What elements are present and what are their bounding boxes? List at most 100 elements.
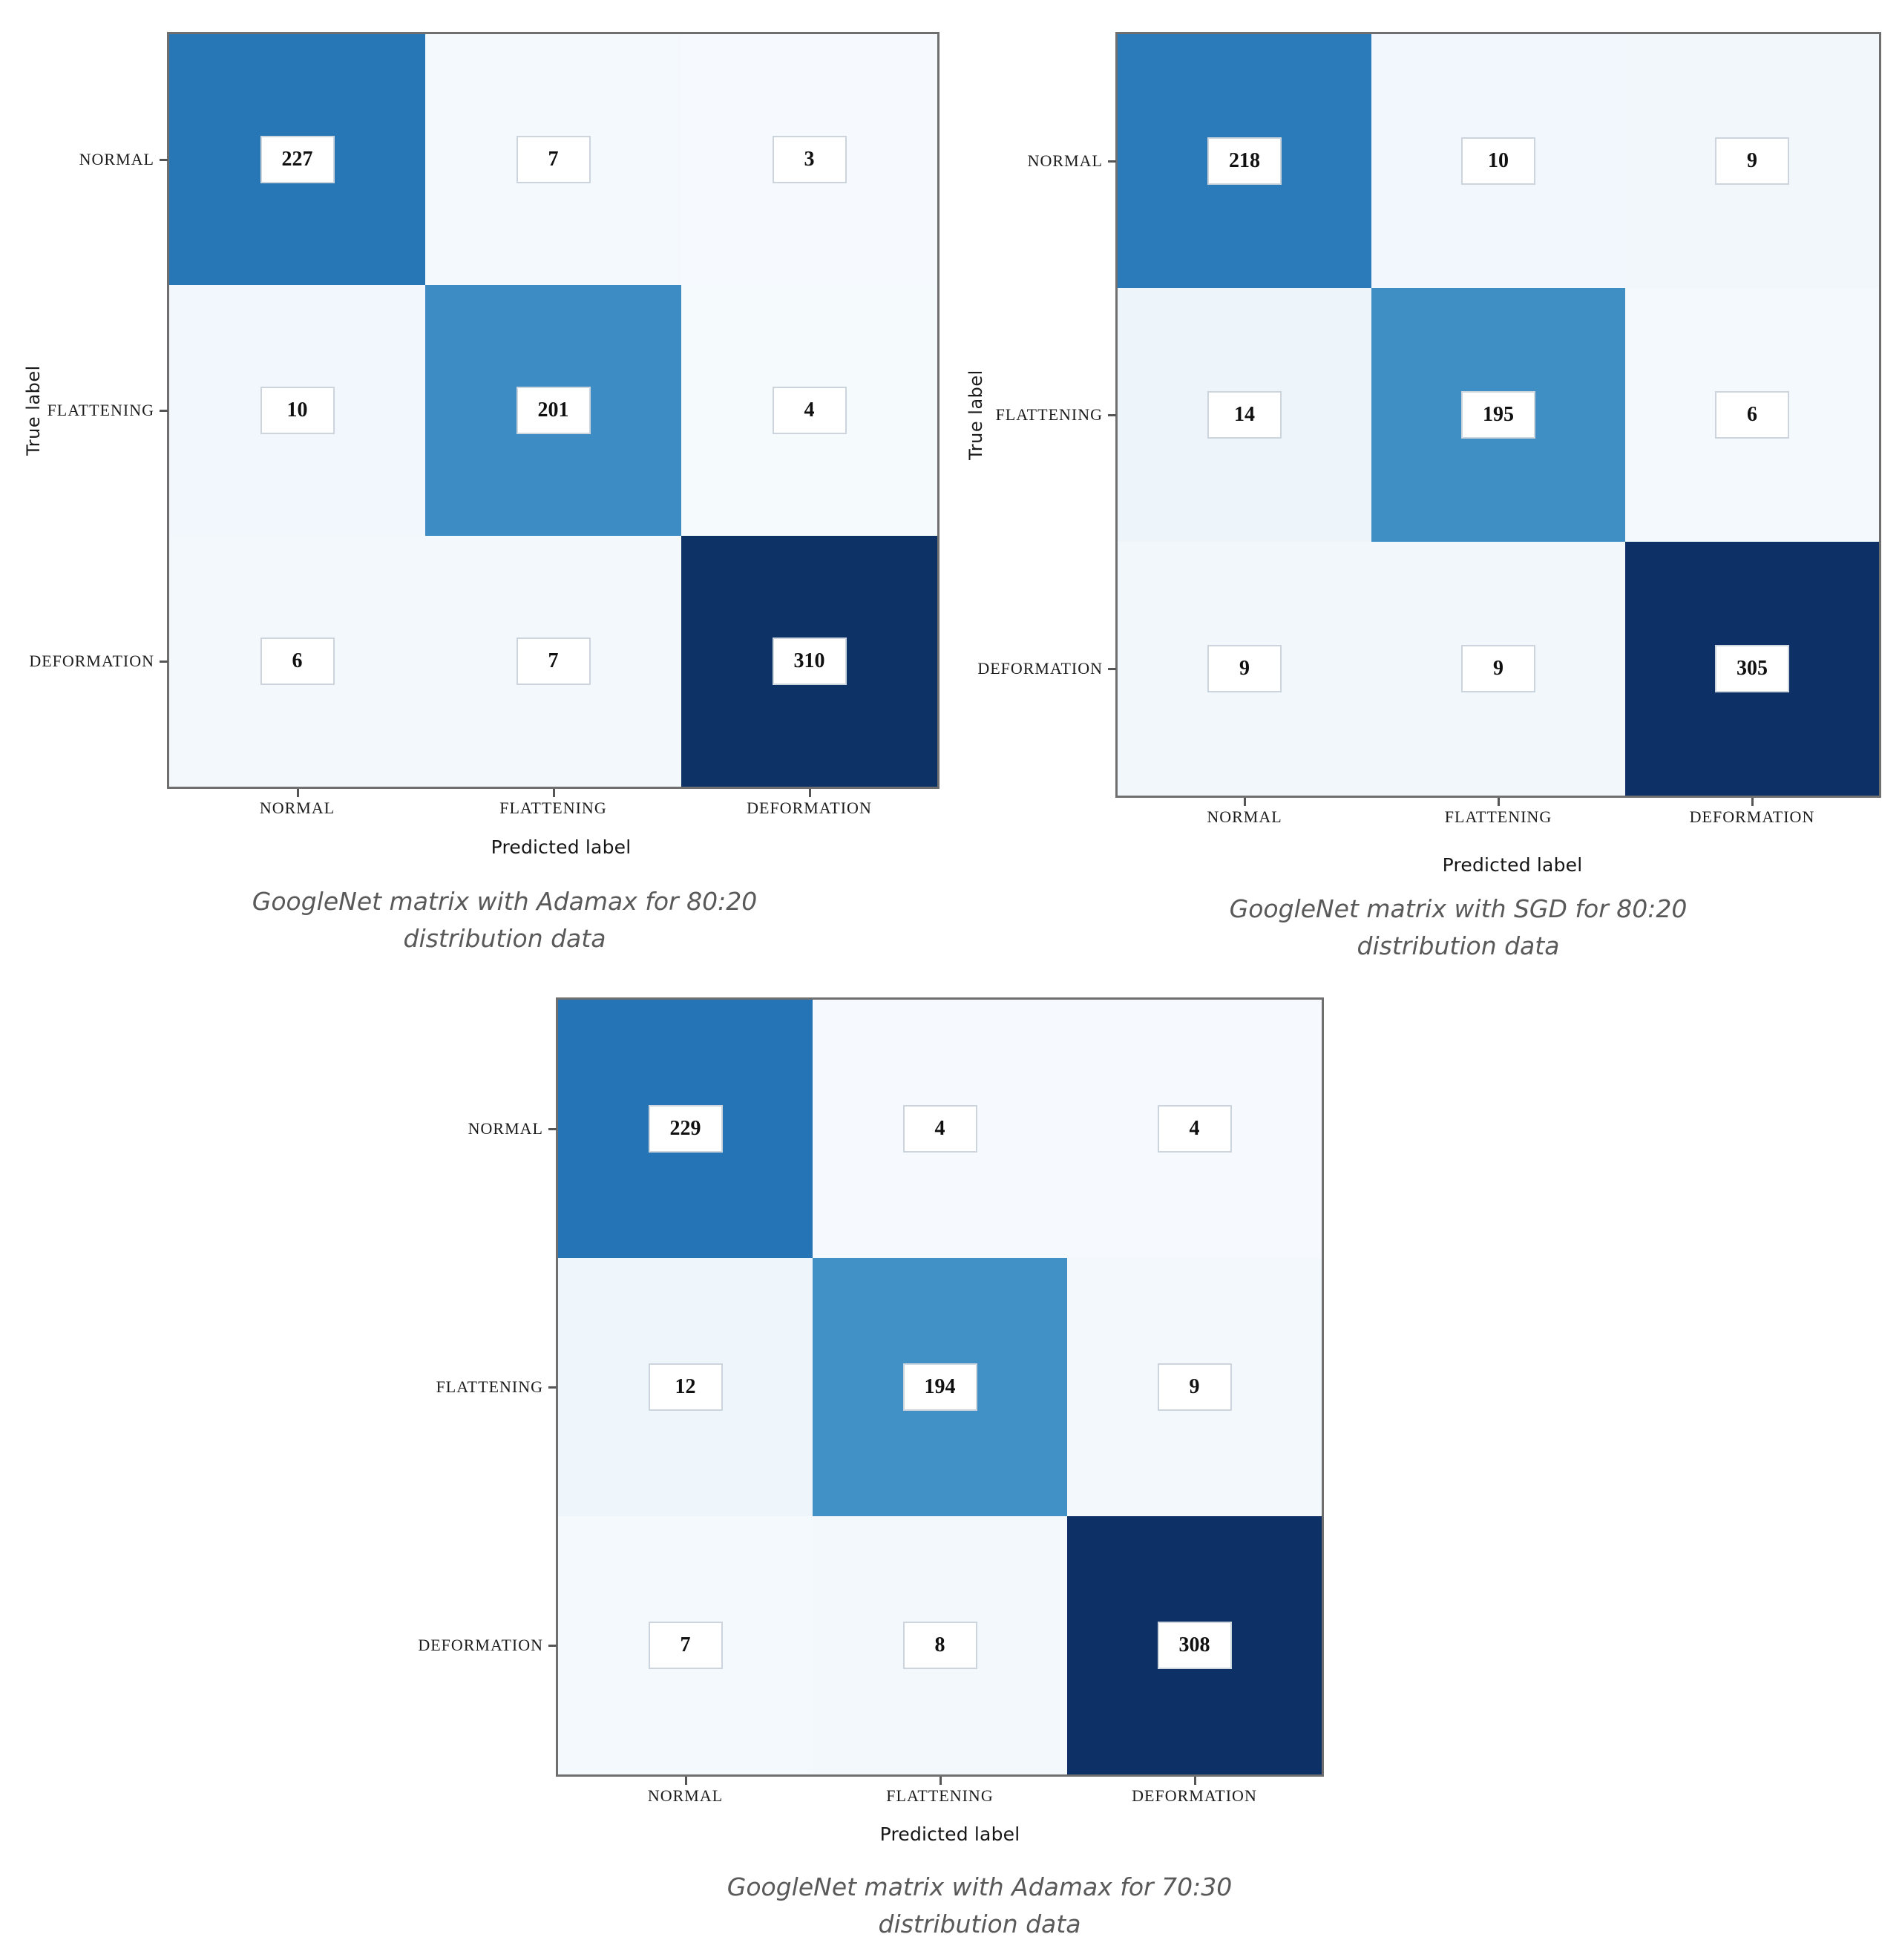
y-tick-mark bbox=[548, 1128, 557, 1130]
matrix-cell-flattening-flattening: 201 bbox=[425, 285, 681, 536]
y-tick-label-flattening: FLATTENING bbox=[436, 1377, 543, 1396]
matrix-cell-flattening-deformation: 9 bbox=[1067, 1258, 1322, 1516]
cell-value: 9 bbox=[1461, 645, 1535, 692]
cell-value: 227 bbox=[260, 136, 335, 183]
cell-value: 229 bbox=[648, 1105, 723, 1153]
cell-value: 4 bbox=[772, 387, 847, 434]
y-tick-label-normal: NORMAL bbox=[1027, 151, 1103, 170]
y-tick-mark bbox=[160, 410, 168, 412]
y-tick-label-deformation: DEFORMATION bbox=[418, 1636, 543, 1654]
y-tick-mark bbox=[548, 1386, 557, 1389]
cell-value: 4 bbox=[902, 1105, 977, 1153]
cell-value: 9 bbox=[1207, 645, 1282, 692]
matrix-cell-deformation-flattening: 7 bbox=[425, 536, 681, 787]
y-tick-label-normal: NORMAL bbox=[468, 1119, 543, 1138]
cell-value: 310 bbox=[772, 638, 847, 685]
x-tick-label-normal: NORMAL bbox=[259, 799, 335, 817]
matrix-cell-deformation-deformation: 310 bbox=[681, 536, 937, 787]
x-tick-label-flattening: FLATTENING bbox=[886, 1786, 994, 1805]
caption-line-2: distribution data bbox=[1357, 931, 1560, 960]
figure-caption: GoogleNet matrix with Adamax for 70:30 d… bbox=[646, 1869, 1314, 1943]
y-tick-label-deformation: DEFORMATION bbox=[29, 652, 154, 670]
heatmap-plot-adamax-7030: 229 4 4 12 194 9 7 8 308 bbox=[556, 997, 1324, 1777]
figure-caption: GoogleNet matrix with Adamax for 80:20 d… bbox=[171, 883, 839, 957]
matrix-cell-deformation-deformation: 305 bbox=[1625, 542, 1879, 796]
x-tick-label-flattening: FLATTENING bbox=[499, 799, 607, 817]
cell-value: 218 bbox=[1207, 137, 1282, 185]
x-axis-label: Predicted label bbox=[879, 1823, 1020, 1845]
y-tick-label-normal: NORMAL bbox=[79, 150, 154, 168]
matrix-cell-normal-flattening: 7 bbox=[425, 34, 681, 285]
x-tick-mark bbox=[1751, 798, 1754, 806]
matrix-cell-normal-normal: 227 bbox=[169, 34, 425, 285]
x-tick-mark bbox=[684, 1777, 687, 1785]
x-tick-mark bbox=[296, 789, 299, 797]
y-tick-mark bbox=[1108, 160, 1116, 163]
x-tick-label-normal: NORMAL bbox=[647, 1786, 724, 1805]
matrix-cell-normal-flattening: 4 bbox=[813, 1000, 1067, 1258]
matrix-cell-normal-normal: 229 bbox=[558, 1000, 813, 1258]
y-tick-label-flattening: FLATTENING bbox=[995, 405, 1103, 424]
y-tick-mark bbox=[548, 1645, 557, 1647]
x-tick-label-flattening: FLATTENING bbox=[1444, 807, 1552, 826]
caption-line-1: GoogleNet matrix with Adamax for 80:20 bbox=[252, 887, 758, 916]
figure-caption: GoogleNet matrix with SGD for 80:20 dist… bbox=[1124, 891, 1792, 965]
x-axis-label: Predicted label bbox=[491, 836, 632, 858]
cell-value: 10 bbox=[1461, 137, 1535, 185]
cell-value: 201 bbox=[516, 387, 591, 434]
x-tick-label-normal: NORMAL bbox=[1207, 807, 1282, 826]
matrix-cell-deformation-normal: 7 bbox=[558, 1516, 813, 1774]
matrix-cell-deformation-flattening: 8 bbox=[813, 1516, 1067, 1774]
cell-value: 194 bbox=[902, 1363, 977, 1411]
cell-value: 9 bbox=[1157, 1363, 1232, 1411]
matrix-cell-normal-normal: 218 bbox=[1118, 34, 1371, 288]
x-tick-mark bbox=[808, 789, 811, 797]
matrix-cell-normal-deformation: 9 bbox=[1625, 34, 1879, 288]
cell-value: 195 bbox=[1461, 391, 1535, 439]
cell-value: 9 bbox=[1715, 137, 1789, 185]
matrix-cell-flattening-normal: 10 bbox=[169, 285, 425, 536]
x-tick-label-deformation: DEFORMATION bbox=[1132, 1786, 1257, 1805]
matrix-cell-flattening-flattening: 194 bbox=[813, 1258, 1067, 1516]
y-tick-mark bbox=[160, 661, 168, 663]
caption-line-1: GoogleNet matrix with SGD for 80:20 bbox=[1229, 894, 1688, 923]
x-tick-mark bbox=[1498, 798, 1500, 806]
x-tick-label-deformation: DEFORMATION bbox=[747, 799, 872, 817]
cell-value: 7 bbox=[648, 1622, 723, 1669]
x-axis-label: Predicted label bbox=[1442, 854, 1583, 876]
y-tick-label-deformation: DEFORMATION bbox=[977, 659, 1103, 678]
caption-line-2: distribution data bbox=[878, 1910, 1081, 1938]
cell-value: 7 bbox=[516, 136, 591, 183]
matrix-cell-flattening-deformation: 6 bbox=[1625, 288, 1879, 542]
cell-value: 10 bbox=[260, 387, 335, 434]
cell-value: 12 bbox=[648, 1363, 723, 1411]
matrix-cell-deformation-normal: 6 bbox=[169, 536, 425, 787]
cell-value: 4 bbox=[1157, 1105, 1232, 1153]
y-tick-mark bbox=[1108, 668, 1116, 670]
matrix-cell-deformation-flattening: 9 bbox=[1371, 542, 1625, 796]
matrix-cell-flattening-normal: 12 bbox=[558, 1258, 813, 1516]
cell-value: 14 bbox=[1207, 391, 1282, 439]
x-tick-mark bbox=[939, 1777, 942, 1785]
x-tick-mark bbox=[1244, 798, 1246, 806]
cell-value: 6 bbox=[260, 638, 335, 685]
cell-value: 8 bbox=[902, 1622, 977, 1669]
cell-value: 305 bbox=[1715, 645, 1789, 692]
matrix-cell-deformation-normal: 9 bbox=[1118, 542, 1371, 796]
matrix-cell-flattening-flattening: 195 bbox=[1371, 288, 1625, 542]
y-tick-label-flattening: FLATTENING bbox=[47, 401, 154, 419]
cell-value: 7 bbox=[516, 638, 591, 685]
x-tick-mark bbox=[1193, 1777, 1196, 1785]
x-tick-label-deformation: DEFORMATION bbox=[1689, 807, 1815, 826]
cell-value: 3 bbox=[772, 136, 847, 183]
heatmap-plot-sgd-8020: 218 10 9 14 195 6 9 9 305 bbox=[1115, 32, 1881, 798]
matrix-cell-normal-deformation: 4 bbox=[1067, 1000, 1322, 1258]
x-tick-mark bbox=[552, 789, 555, 797]
cell-value: 308 bbox=[1157, 1622, 1232, 1669]
y-tick-mark bbox=[160, 159, 168, 161]
matrix-cell-flattening-normal: 14 bbox=[1118, 288, 1371, 542]
